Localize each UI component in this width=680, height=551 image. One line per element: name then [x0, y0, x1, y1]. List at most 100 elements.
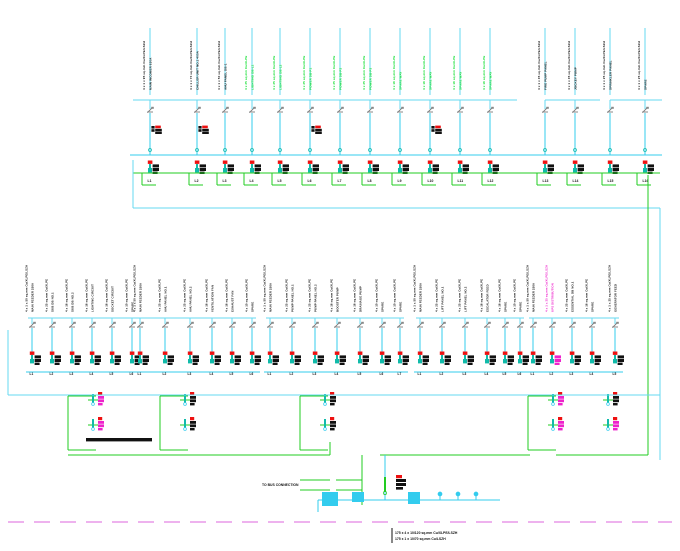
feeder-disconnect[interactable]: [221, 106, 229, 113]
feeder-disconnect[interactable]: [306, 106, 314, 113]
bus-tie-unit-T2[interactable]: [88, 417, 104, 431]
feeder-breaker[interactable]: [162, 351, 174, 366]
feeder-disconnect[interactable]: [438, 321, 446, 328]
feeder-breaker[interactable]: [549, 351, 561, 366]
feeder-disconnect[interactable]: [588, 321, 596, 328]
main-incoming-breaker[interactable]: [383, 475, 406, 495]
feeder-disconnect[interactable]: [516, 321, 524, 328]
feeder-disconnect[interactable]: [48, 321, 56, 328]
feeder-breaker[interactable]: [137, 351, 149, 366]
feeder-disconnect[interactable]: [461, 321, 469, 328]
feeder-breaker[interactable]: [69, 351, 81, 366]
switch-contact: [281, 106, 284, 109]
feeder-disconnect[interactable]: [193, 106, 201, 113]
feeder-disconnect[interactable]: [266, 321, 274, 328]
feeder-breaker[interactable]: [569, 351, 581, 366]
feeder-disconnect[interactable]: [28, 321, 36, 328]
feeder-breaker[interactable]: [379, 351, 391, 366]
bus-tie-unit-T6[interactable]: [320, 417, 336, 431]
feeder-disconnect[interactable]: [68, 321, 76, 328]
feeder-breaker[interactable]: [517, 351, 529, 366]
feeder-breaker[interactable]: [502, 351, 514, 366]
feeder-disconnect[interactable]: [541, 106, 549, 113]
meter-block-2[interactable]: [352, 492, 364, 502]
feeder-disconnect[interactable]: [146, 106, 154, 113]
bus-tie-unit-T3[interactable]: [180, 392, 196, 406]
feeder-relay[interactable]: [311, 125, 322, 134]
feeder-breaker[interactable]: [417, 351, 429, 366]
feeder-disconnect[interactable]: [568, 321, 576, 328]
feeder-disconnect[interactable]: [136, 321, 144, 328]
feeder-relay[interactable]: [151, 125, 162, 134]
feeder-breaker[interactable]: [29, 351, 41, 366]
feeder-breaker[interactable]: [209, 351, 221, 366]
feeder-disconnect[interactable]: [378, 321, 386, 328]
meter-block-3[interactable]: [408, 492, 420, 504]
bus-tie-unit-T5[interactable]: [320, 392, 336, 406]
meter-block-1[interactable]: [322, 492, 338, 506]
feeder-breaker[interactable]: [397, 351, 409, 366]
feeder-breaker[interactable]: [109, 351, 121, 366]
feeder-disconnect[interactable]: [529, 321, 537, 328]
feeder-disconnect[interactable]: [128, 321, 136, 328]
feeder-breaker[interactable]: [334, 351, 346, 366]
feeder-breaker[interactable]: [530, 351, 542, 366]
feeder-disconnect[interactable]: [248, 106, 256, 113]
feeder-disconnect[interactable]: [333, 321, 341, 328]
feeder-disconnect[interactable]: [336, 106, 344, 113]
feeder-disconnect[interactable]: [208, 321, 216, 328]
feeder-disconnect[interactable]: [288, 321, 296, 328]
feeder-disconnect[interactable]: [396, 106, 404, 113]
breaker-nameplate-1: [432, 164, 439, 168]
feeder-disconnect[interactable]: [486, 106, 494, 113]
feeder-breaker[interactable]: [229, 351, 241, 366]
bus-tie-unit-T10[interactable]: [603, 417, 619, 431]
feeder-disconnect[interactable]: [356, 321, 364, 328]
feeder-relay[interactable]: [431, 125, 442, 134]
feeder-disconnect[interactable]: [228, 321, 236, 328]
feeder-breaker[interactable]: [589, 351, 601, 366]
bus-tie-unit-T7[interactable]: [548, 392, 564, 406]
feeder-breaker[interactable]: [89, 351, 101, 366]
feeder-breaker[interactable]: [462, 351, 474, 366]
feeder-breaker[interactable]: [289, 351, 301, 366]
switch-contact: [141, 321, 144, 324]
feeder-breaker[interactable]: [267, 351, 279, 366]
feeder-disconnect[interactable]: [641, 106, 649, 113]
breaker-nameplate-1: [234, 355, 241, 359]
feeder-disconnect[interactable]: [108, 321, 116, 328]
feeder-breaker[interactable]: [357, 351, 369, 366]
feeder-disconnect[interactable]: [248, 321, 256, 328]
feeder-disconnect[interactable]: [311, 321, 319, 328]
feeder-disconnect[interactable]: [161, 321, 169, 328]
feeder-breaker[interactable]: [187, 351, 199, 366]
feeder-disconnect[interactable]: [606, 106, 614, 113]
bus-tie-unit-T4[interactable]: [180, 417, 196, 431]
feeder-breaker[interactable]: [49, 351, 61, 366]
feeder-breaker[interactable]: [249, 351, 261, 366]
feeder-disconnect[interactable]: [456, 106, 464, 113]
feeder-disconnect[interactable]: [483, 321, 491, 328]
feeder-disconnect[interactable]: [416, 321, 424, 328]
bus-tie-unit-T9[interactable]: [603, 392, 619, 406]
feeder-disconnect[interactable]: [501, 321, 509, 328]
feeder-disconnect[interactable]: [186, 321, 194, 328]
feeder-disconnect[interactable]: [426, 106, 434, 113]
feeder-disconnect[interactable]: [611, 321, 619, 328]
bus-tie-unit-T1[interactable]: [88, 392, 104, 406]
feeder-disconnect[interactable]: [366, 106, 374, 113]
feeder-relay[interactable]: [198, 125, 209, 134]
bus-tie-unit-T8[interactable]: [548, 417, 564, 431]
feeder-breaker[interactable]: [439, 351, 451, 366]
breaker-red-marker: [457, 160, 463, 164]
feeder-disconnect[interactable]: [396, 321, 404, 328]
feeder-disconnect[interactable]: [276, 106, 284, 113]
feeder-disconnect[interactable]: [88, 321, 96, 328]
feeder-disconnect[interactable]: [571, 106, 579, 113]
feeder-breaker[interactable]: [484, 351, 496, 366]
feeder-breaker[interactable]: [312, 351, 324, 366]
feeder-disconnect[interactable]: [548, 321, 556, 328]
feeder-breaker[interactable]: [129, 351, 141, 366]
feeder-breaker[interactable]: [612, 351, 624, 366]
